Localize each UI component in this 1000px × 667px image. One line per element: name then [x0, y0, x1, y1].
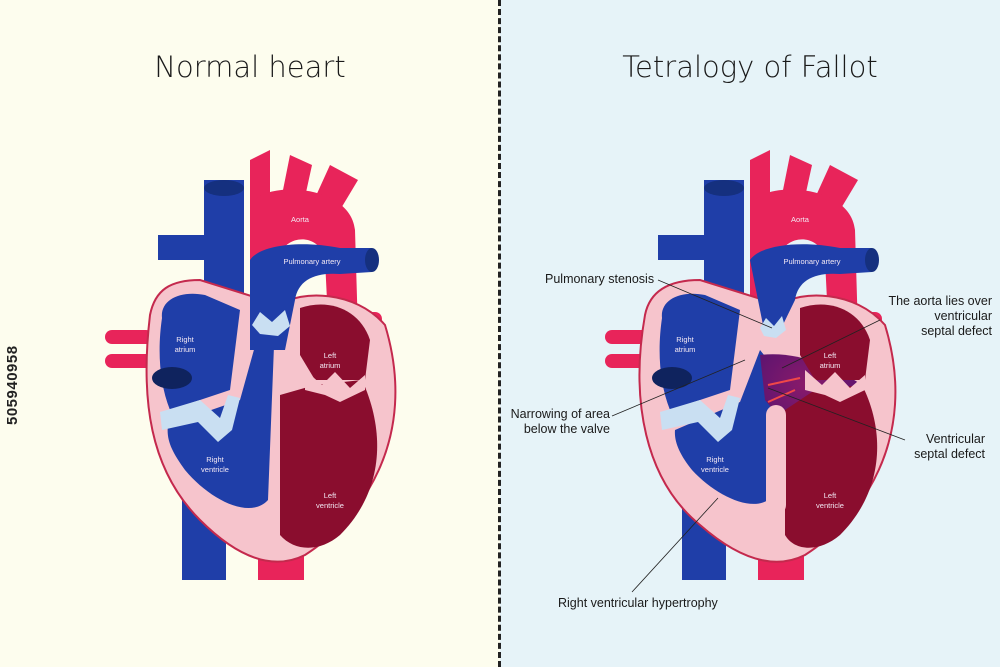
callout-pulmonary-stenosis: Pulmonary stenosis [545, 272, 655, 286]
callout-rvh: Right ventricular hypertrophy [558, 596, 718, 610]
left-atrium [300, 304, 370, 380]
callout-aorta-overrides: The aorta lies over ventricular septal d… [888, 294, 992, 338]
coronary-sinus [652, 367, 692, 389]
panel-divider [498, 0, 501, 667]
pulmonary-artery-opening [865, 248, 879, 272]
stock-id: 505940958 [4, 345, 21, 425]
normal-heart-title: Normal heart [154, 50, 346, 84]
pulmonary-vein [105, 330, 153, 344]
pulmonary-artery-opening [365, 248, 379, 272]
left-ventricle [785, 385, 878, 548]
shunt-arrow [767, 377, 801, 386]
aorta-label: Aorta [291, 215, 310, 224]
callout-vsd: Ventricular septal defect [914, 432, 985, 461]
pulmonary-valve [252, 310, 290, 336]
pulmonary-artery [750, 244, 872, 335]
callout-narrowing: Narrowing of area below the valve [510, 407, 610, 436]
brachiocephalic-vein [158, 235, 210, 260]
left-ventricle [280, 380, 378, 548]
pulmonary-artery-label: Pulmonary artery [783, 257, 840, 266]
hypertrophied-septum [766, 405, 786, 515]
tof-title: Tetralogy of Fallot [622, 50, 878, 84]
aorta-label: Aorta [791, 215, 810, 224]
coronary-sinus [152, 367, 192, 389]
vein-opening [204, 180, 244, 196]
vein-opening [704, 180, 744, 196]
mitral-valve [305, 370, 365, 402]
right-ventricle [167, 310, 275, 509]
brachiocephalic-vein [658, 235, 710, 260]
tricuspid-valve [160, 395, 240, 442]
pulmonary-artery-label: Pulmonary artery [283, 257, 340, 266]
pulmonary-vein [105, 354, 153, 368]
normal-heart-panel: Normal heart [0, 0, 500, 667]
